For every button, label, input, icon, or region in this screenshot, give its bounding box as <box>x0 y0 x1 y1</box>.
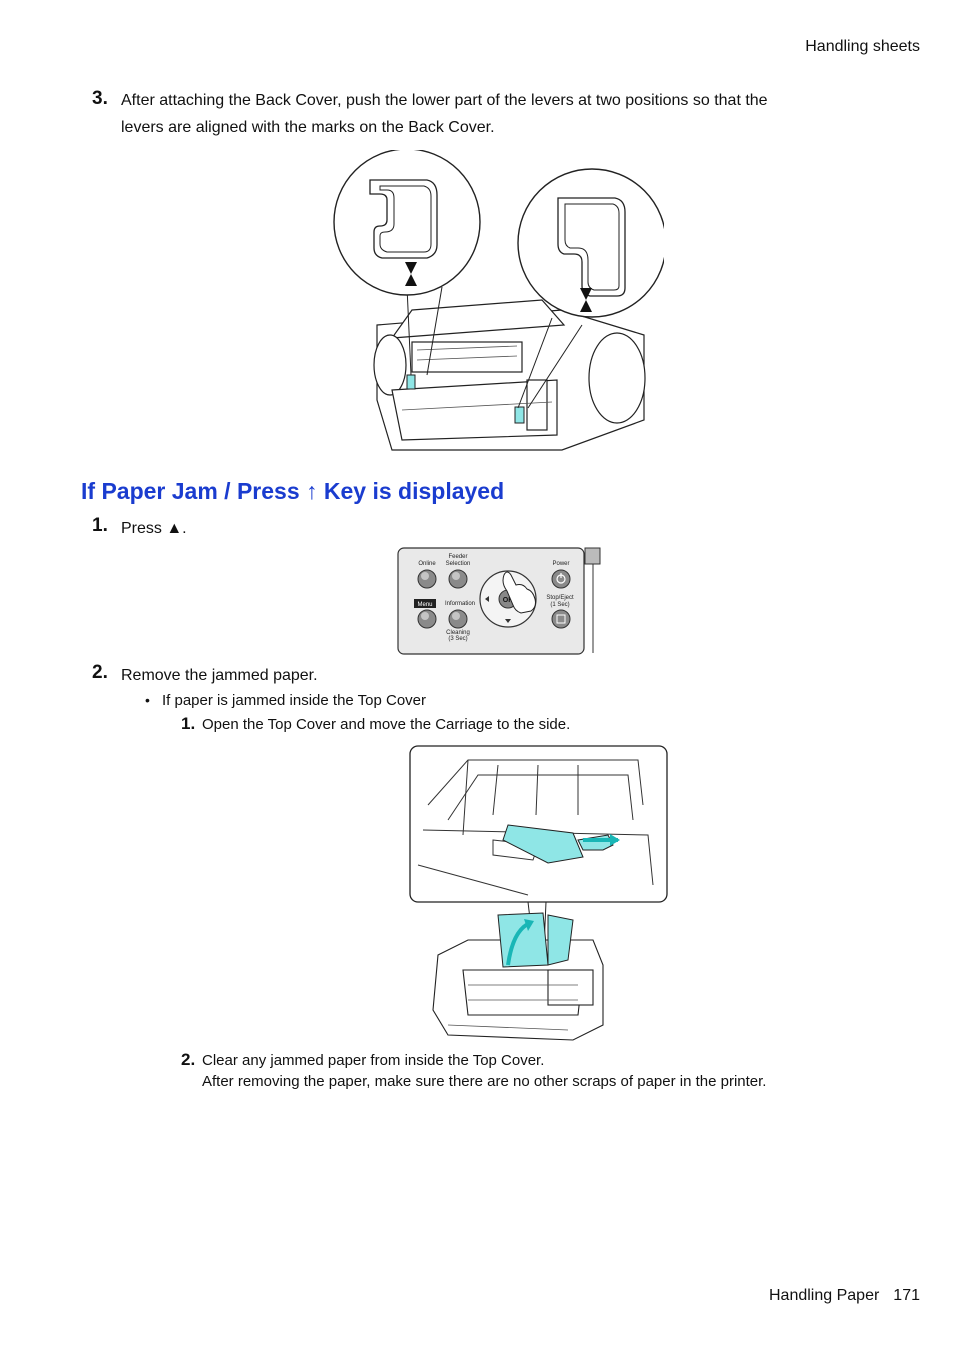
pointing-hand-icon <box>502 571 536 614</box>
footer-chapter: Handling Paper <box>769 1287 880 1304</box>
step-3-number: 3. <box>92 88 108 109</box>
page-footer: Handling Paper 171 <box>769 1287 920 1305</box>
substep-2-text-line1: Clear any jammed paper from inside the T… <box>202 1052 545 1069</box>
online-label: Online <box>418 561 436 567</box>
feeder-label-2: Selection <box>446 561 471 567</box>
bullet-text: If paper is jammed inside the Top Cover <box>162 692 427 709</box>
menu-label: Menu <box>417 602 432 608</box>
step-1-text: Press ▲. <box>121 520 187 537</box>
stop-eject-label-2: (1 Sec) <box>550 602 569 608</box>
page-header: Handling sheets <box>805 38 920 55</box>
step-3-text-line2: levers are aligned with the marks on the… <box>121 119 495 136</box>
top-cover-illustration <box>409 745 668 1041</box>
control-panel-illustration: Online Feeder Selection Menu Information… <box>397 547 601 655</box>
step-2-number: 2. <box>92 662 108 683</box>
feeder-label-1: Feeder <box>448 554 467 560</box>
ok-label: OK <box>503 597 514 604</box>
stop-icon <box>556 614 566 624</box>
stop-eject-label-1: Stop/Eject <box>546 595 574 601</box>
substep-1-number: 1. <box>181 714 196 733</box>
back-cover-lever-illustration <box>333 150 664 451</box>
information-label: Information <box>445 601 475 607</box>
substep-2-text-line2: After removing the paper, make sure ther… <box>202 1073 767 1090</box>
substep-2-number: 2. <box>181 1050 196 1069</box>
cleaning-label-1: Cleaning <box>446 630 470 636</box>
bullet-dot: • <box>145 692 150 708</box>
step-3-text-line1: After attaching the Back Cover, push the… <box>121 92 768 109</box>
section-heading: If Paper Jam / Press ↑ Key is displayed <box>81 478 505 504</box>
power-label: Power <box>552 561 569 567</box>
step-1-number: 1. <box>92 515 108 536</box>
cleaning-label-2: (3 Sec) <box>448 636 467 642</box>
step-2-text: Remove the jammed paper. <box>121 667 318 684</box>
substep-1-text: Open the Top Cover and move the Carriage… <box>202 716 571 733</box>
page-number: 171 <box>893 1287 920 1304</box>
